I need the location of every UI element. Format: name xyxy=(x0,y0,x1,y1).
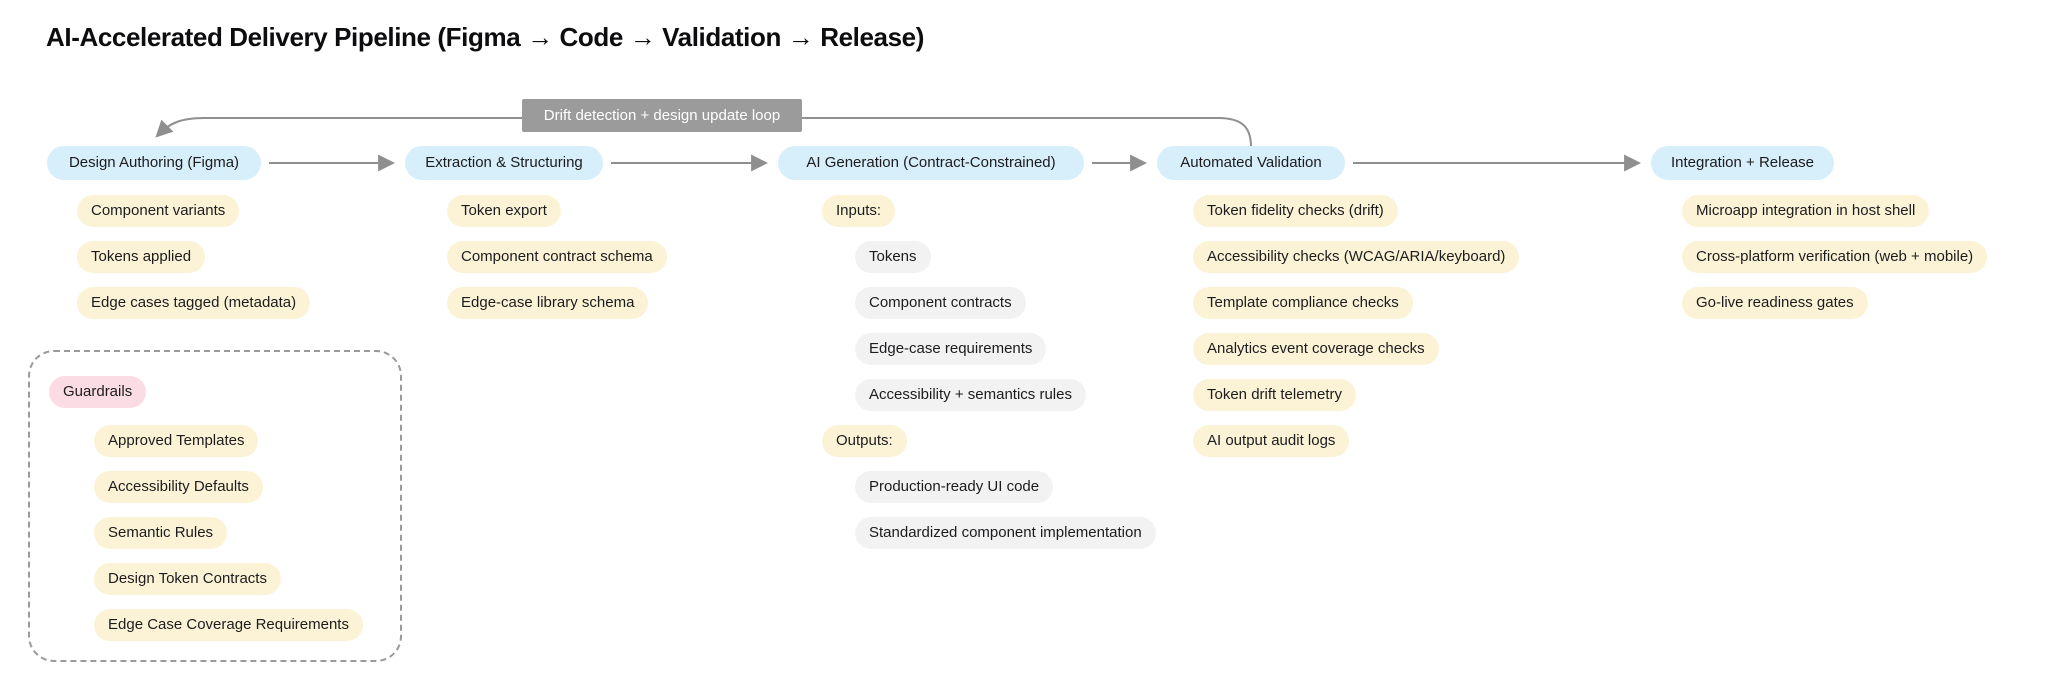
stage-node-extraction-structuring: Extraction & Structuring xyxy=(405,146,603,180)
output-item: Production-ready UI code xyxy=(855,471,1054,503)
extraction-items: Token export Component contract schema E… xyxy=(447,195,667,319)
outputs-header: Outputs: xyxy=(822,425,907,457)
stage-node-ai-generation: AI Generation (Contract-Constrained) xyxy=(778,146,1084,180)
input-item: Edge-case requirements xyxy=(855,333,1047,365)
page-title: AI-Accelerated Delivery Pipeline (Figma … xyxy=(46,22,924,52)
validation-item: Analytics event coverage checks xyxy=(1193,333,1439,365)
guardrails-title: Guardrails xyxy=(49,376,147,408)
feedback-loop-label: Drift detection + design update loop xyxy=(522,99,802,132)
guardrails-items: Approved Templates Accessibility Default… xyxy=(94,425,363,641)
extraction-item: Edge-case library schema xyxy=(447,287,649,319)
input-item: Accessibility + semantics rules xyxy=(855,379,1086,411)
integration-item: Cross-platform verification (web + mobil… xyxy=(1682,241,1988,273)
design-item: Edge cases tagged (metadata) xyxy=(77,287,311,319)
output-item: Standardized component implementation xyxy=(855,517,1156,549)
validation-item: Template compliance checks xyxy=(1193,287,1413,319)
extraction-item: Component contract schema xyxy=(447,241,667,273)
validation-item: Token drift telemetry xyxy=(1193,379,1357,411)
guardrail-item: Accessibility Defaults xyxy=(94,471,263,503)
extraction-item: Token export xyxy=(447,195,561,227)
input-item: Component contracts xyxy=(855,287,1026,319)
integration-items: Microapp integration in host shell Cross… xyxy=(1682,195,1988,319)
guardrail-item: Edge Case Coverage Requirements xyxy=(94,609,363,641)
validation-item: AI output audit logs xyxy=(1193,425,1350,457)
inputs-header: Inputs: xyxy=(822,195,896,227)
integration-item: Microapp integration in host shell xyxy=(1682,195,1930,227)
ai-generation-items: Inputs: Tokens Component contracts Edge-… xyxy=(822,195,1156,549)
guardrail-item: Semantic Rules xyxy=(94,517,228,549)
stage-node-integration-release: Integration + Release xyxy=(1651,146,1834,180)
stage-node-design-authoring: Design Authoring (Figma) xyxy=(47,146,261,180)
guardrails-box: Guardrails Approved Templates Accessibil… xyxy=(28,350,402,662)
validation-item: Token fidelity checks (drift) xyxy=(1193,195,1398,227)
validation-items: Token fidelity checks (drift) Accessibil… xyxy=(1193,195,1520,457)
stage-node-automated-validation: Automated Validation xyxy=(1157,146,1345,180)
guardrail-item: Approved Templates xyxy=(94,425,259,457)
input-item: Tokens xyxy=(855,241,931,273)
design-authoring-items: Component variants Tokens applied Edge c… xyxy=(77,195,311,319)
design-item: Component variants xyxy=(77,195,240,227)
design-item: Tokens applied xyxy=(77,241,206,273)
integration-item: Go-live readiness gates xyxy=(1682,287,1868,319)
validation-item: Accessibility checks (WCAG/ARIA/keyboard… xyxy=(1193,241,1520,273)
guardrail-item: Design Token Contracts xyxy=(94,563,281,595)
